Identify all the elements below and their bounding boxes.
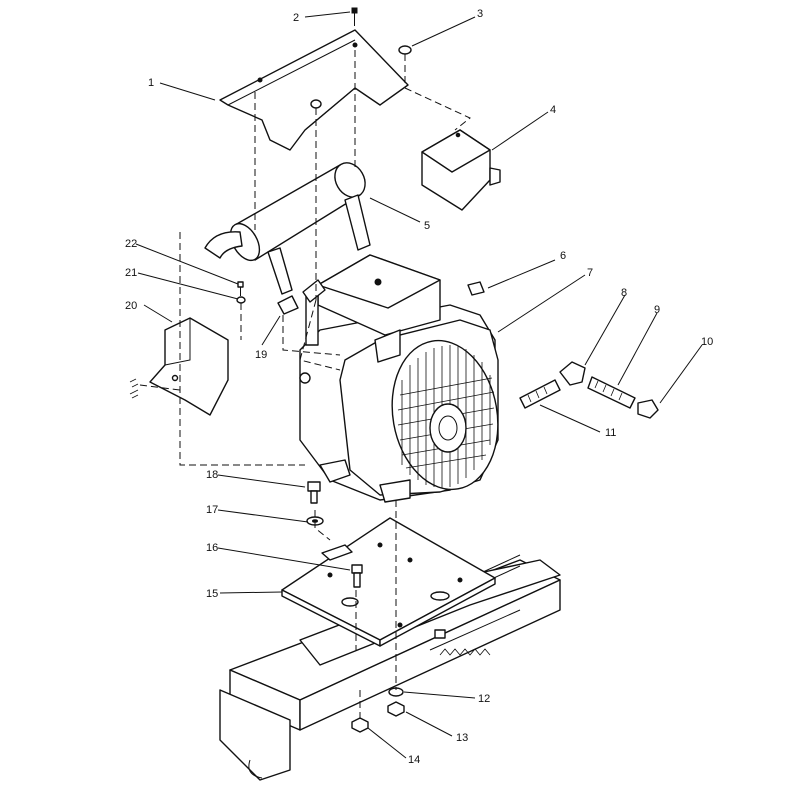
heat-shield-fold	[164, 318, 191, 366]
callout-6: 6	[560, 250, 566, 262]
frame-spring-line	[429, 609, 521, 651]
part-18-bolt	[307, 481, 321, 504]
mount-plate-bolt-hole-4	[457, 577, 463, 583]
callout-7: 7	[587, 267, 593, 279]
part-2-screw	[351, 7, 358, 26]
muffler-guard-body	[219, 29, 409, 151]
callout-13: 13	[456, 732, 468, 744]
mount-plate-hole-1	[341, 597, 359, 607]
engine-oil-drain	[319, 459, 351, 483]
engine-foot	[379, 479, 411, 503]
part-6-clip	[467, 281, 485, 296]
callout-8: 8	[621, 287, 627, 299]
part-3-nut	[398, 45, 412, 88]
frame-spring	[439, 648, 491, 656]
heat-shield-hole	[171, 374, 179, 382]
callout-5: 5	[424, 220, 430, 232]
callout-15: 15	[206, 588, 218, 600]
engine-fitting	[299, 372, 311, 384]
heat-shield-body	[149, 317, 229, 416]
callout-9: 9	[654, 304, 660, 316]
leader-lines	[135, 11, 703, 759]
callout-3: 3	[477, 8, 483, 20]
part-8-elbow	[559, 361, 586, 386]
callout-10: 10	[701, 336, 713, 348]
callout-labels: 1 2 3 4 5 6 7 8 9 10 11 12 13 14 15 16 1…	[125, 8, 713, 766]
part-9-threads	[594, 380, 623, 401]
muffler-end-cap	[334, 162, 366, 198]
muffler-inlet-pipe-1	[267, 247, 293, 295]
muffler-inlet-pipe-2	[344, 194, 371, 251]
part-21-washer	[236, 296, 246, 304]
callout-16: 16	[206, 542, 218, 554]
frame-hook	[248, 759, 263, 779]
engine-mount-plate	[281, 517, 496, 647]
engine-fuel-pump	[374, 329, 401, 363]
air-cleaner-knob	[374, 278, 382, 286]
callout-14: 14	[408, 754, 420, 766]
muffler	[204, 162, 371, 295]
frame-bracket	[219, 689, 291, 781]
callout-1: 1	[148, 77, 154, 89]
callout-20: 20	[125, 300, 137, 312]
muffler-guard-hole-2	[257, 77, 263, 83]
engine-hub-center	[438, 415, 458, 441]
exhaust-flange	[277, 295, 299, 315]
part-9-nipple	[587, 376, 636, 409]
callout-11: 11	[605, 427, 616, 439]
mount-plate-edge-right	[379, 577, 496, 647]
align-line-left	[179, 232, 305, 466]
muffler-guard-fold	[227, 39, 356, 131]
mount-plate-bolt-hole-5	[397, 622, 403, 628]
callout-18: 18	[206, 469, 218, 481]
part-22-screw	[237, 281, 244, 296]
part-10-cap	[637, 399, 659, 419]
mount-plate-tab	[321, 544, 353, 561]
hardware-cluster	[129, 378, 139, 399]
callout-4: 4	[550, 104, 556, 116]
frame-slot	[434, 629, 446, 639]
callout-19: 19	[255, 349, 267, 361]
part-13-nut	[387, 701, 405, 717]
side-shield	[421, 129, 501, 211]
muffler-guard-hole-1	[352, 42, 358, 48]
engine-dipstick-cap	[302, 279, 326, 303]
frame-rail-side	[299, 579, 561, 731]
muffler-guard	[219, 29, 409, 151]
callout-17: 17	[206, 504, 218, 516]
part-11-fitting	[519, 379, 561, 409]
mount-plate-bolt-hole-3	[407, 557, 413, 563]
alignment-lines	[139, 50, 471, 720]
mount-plate-bolt-hole-1	[327, 572, 333, 578]
side-shield-hole	[455, 132, 461, 138]
callout-12: 12	[478, 693, 490, 705]
muffler-outlet-pipe	[204, 231, 243, 259]
engine-assembly	[299, 254, 499, 503]
part-16-bolt	[351, 564, 363, 588]
heat-shield	[129, 317, 229, 416]
mount-plate-bolt-hole-2	[377, 542, 383, 548]
callout-21: 21	[125, 267, 137, 279]
guard-nut	[310, 99, 322, 109]
callout-2: 2	[293, 12, 299, 24]
side-shield-top	[421, 129, 491, 173]
mount-plate-hole-2	[430, 591, 450, 601]
side-shield-tab	[489, 167, 501, 186]
part-11-threads	[527, 386, 548, 403]
engine-flywheel-hub	[429, 403, 467, 453]
callout-22: 22	[125, 238, 137, 250]
part-14-nut	[351, 717, 369, 733]
